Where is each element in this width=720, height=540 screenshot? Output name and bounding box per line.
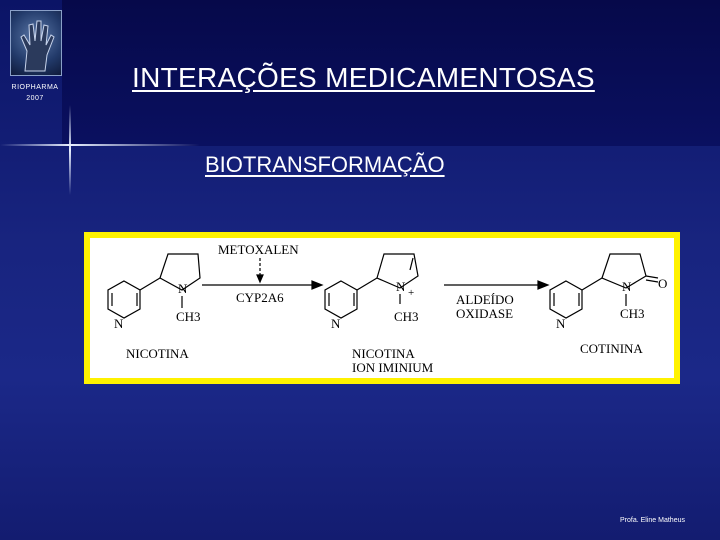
nicotine-ring-n: N	[114, 316, 124, 331]
inhibitor-label: METOXALEN	[218, 242, 299, 257]
section-subtitle: BIOTRANSFORMAÇÃO	[205, 152, 445, 177]
iminium-n-plus: N	[396, 279, 406, 294]
cotinine-structure	[549, 253, 659, 319]
iminium-methyl: CH3	[394, 309, 419, 324]
nicotine-pyrrolidine-n: N	[178, 281, 188, 296]
iminium-charge: +	[408, 287, 414, 299]
author-credit: Profa. Eline Matheus	[620, 517, 685, 524]
compound-iminium-name-1: NICOTINA	[352, 346, 415, 361]
arrow-head-2	[537, 280, 550, 290]
cotinine-carbonyl-o: O	[658, 276, 667, 291]
cotinine-pyrrolidine-n: N	[622, 279, 632, 294]
nicotine-structure	[107, 253, 201, 319]
cotinine-ring-n: N	[556, 316, 566, 331]
inhibition-arrow-head	[256, 274, 264, 284]
decorative-vertical-line	[69, 105, 71, 195]
cotinine-methyl: CH3	[620, 306, 645, 321]
metabolism-scheme-figure: METOXALEN CYP2A6 ALDEÍDO OXIDASE N N CH3…	[84, 232, 680, 384]
aldehyde-label: ALDEÍDO	[456, 292, 514, 307]
oxidase-label: OXIDASE	[456, 306, 513, 321]
compound-cotinine-name: COTININA	[580, 341, 643, 356]
page-title: INTERAÇÕES MEDICAMENTOSAS	[132, 62, 595, 93]
nicotine-methyl: CH3	[176, 309, 201, 324]
compound-iminium-name-2: ION IMINIUM	[352, 360, 434, 375]
logo-text: RIOPHARMA	[11, 84, 59, 91]
logo-year: 2007	[26, 95, 44, 102]
hand-logo-icon	[10, 10, 62, 76]
decorative-horizontal-line	[0, 144, 200, 146]
enzyme-cyp2a6-label: CYP2A6	[236, 290, 284, 305]
iminium-ring-n: N	[331, 316, 341, 331]
compound-nicotine-name: NICOTINA	[126, 346, 189, 361]
arrow-head-1	[311, 280, 324, 290]
reaction-scheme-diagram: METOXALEN CYP2A6 ALDEÍDO OXIDASE N N CH3…	[107, 242, 667, 375]
nicotine-iminium-structure	[324, 253, 419, 319]
header-band	[62, 0, 720, 146]
